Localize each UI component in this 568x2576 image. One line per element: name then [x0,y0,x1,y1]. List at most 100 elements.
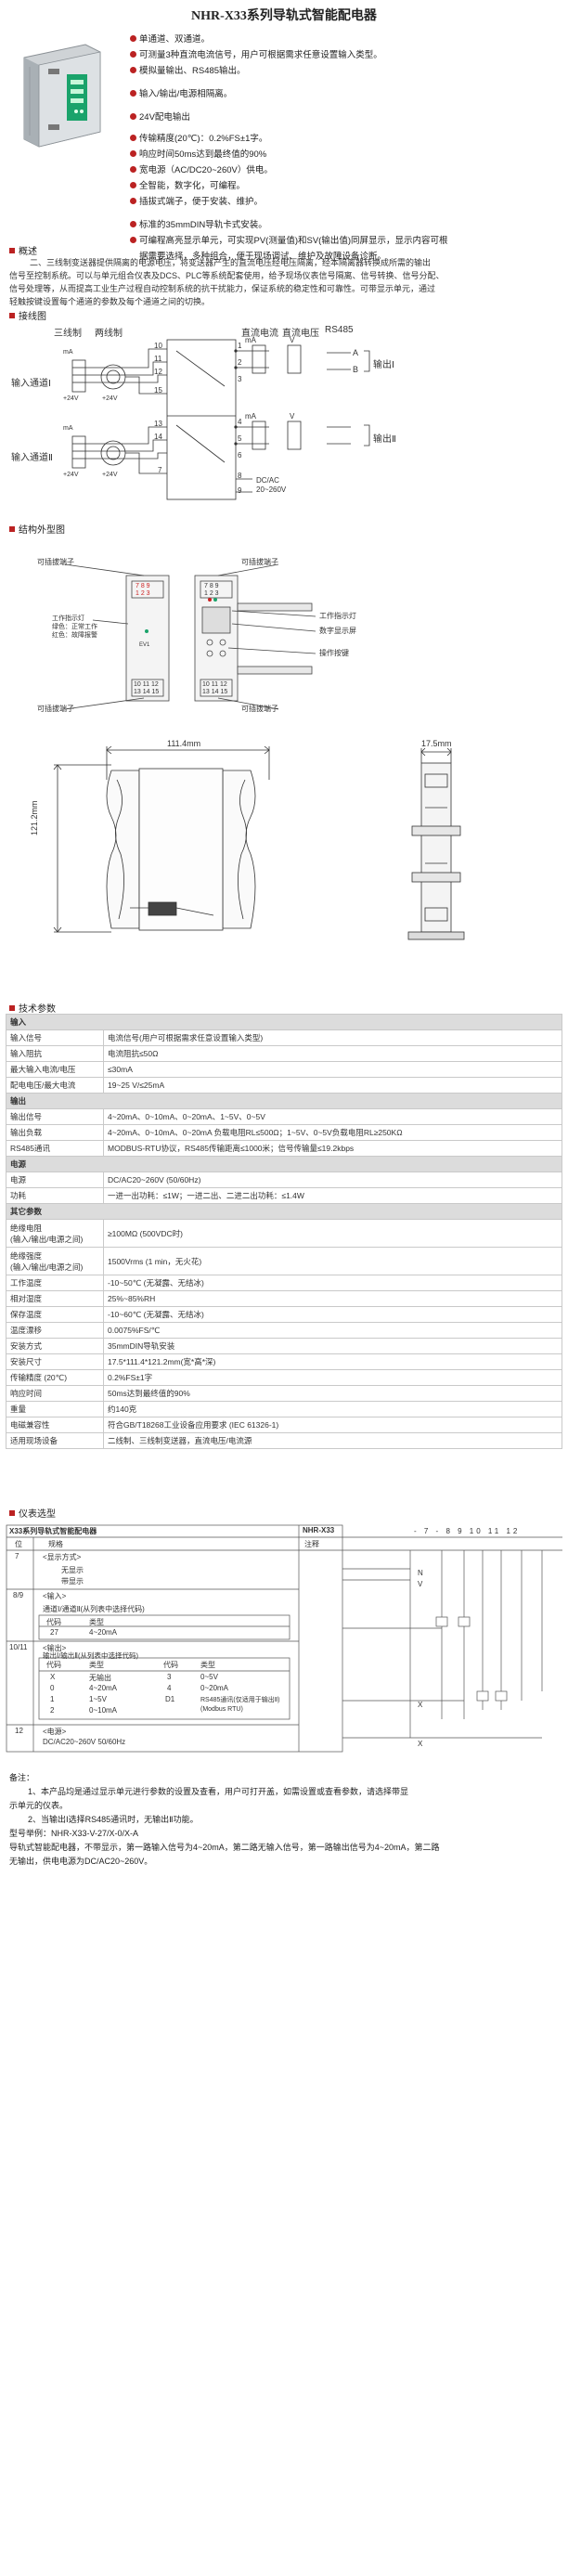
terminal-numbers-bottom: 10 11 12 13 14 15 [202,681,228,695]
params-group-row: 其它参数 [6,1203,562,1220]
params-key: 绝缘电阻 (输入/输出/电源之间) [6,1219,104,1248]
output-code: X [50,1673,56,1681]
input-label: <输入> [43,1592,67,1600]
feature-item: 标准的35mmDIN导轨卡式安装。 [130,217,566,233]
params-value: 17.5*111.4*121.2mm(宽*高*深) [103,1353,562,1370]
selection-heading: 仪表选型 [9,1506,56,1520]
outline-heading: 结构外型图 [9,522,65,536]
params-key: 传输精度 (20℃) [6,1369,104,1386]
v-label: V [290,336,295,344]
side-code: X [418,1701,423,1709]
params-value: 符合GB/T18268工业设备应用要求 (IEC 61326-1) [103,1417,562,1433]
params-row: 工作温度-10~50℃ (无凝露、无结冰) [6,1275,562,1291]
power-value: DC/AC20~260V 50/60Hz [43,1738,126,1746]
output-code: 3 [167,1673,172,1681]
pluggable-terminal-label: 可插拔端子 [37,558,74,566]
code-col: 代码 [46,1661,61,1669]
bullet-icon [130,89,136,97]
terminal-numbers-top: 7 8 9 1 2 3 [136,583,150,597]
terminal-number: 9 [238,486,242,495]
col-spec: 规格 [48,1540,63,1548]
params-key: 电源 [6,1171,104,1188]
code-col: 代码 [46,1618,61,1626]
params-key: 安装尺寸 [6,1353,104,1370]
model-label: EV1 [139,642,150,648]
terminal-number: 10 [154,342,162,350]
terminal-number: 4 [238,418,242,426]
terminal-number: 13 [154,420,162,428]
wiring-heading: 接线图 [9,308,46,322]
params-value: 4~20mA、0~10mA、0~20mA 负载电阻RL≤500Ω；1~5V、0~… [103,1124,562,1141]
params-value: 35mmDIN导轨安装 [103,1338,562,1354]
terminal-number: 15 [154,386,162,395]
params-value: 4~20mA、0~10mA、0~20mA、1~5V、0~5V [103,1108,562,1125]
side-code: N [418,1569,423,1577]
params-row: 传输精度 (20℃)0.2%FS±1字 [6,1369,562,1386]
bullet-icon [130,50,136,58]
note-line: 型号举例：NHR-X33-V-27/X-0/X-A [9,1829,139,1838]
output-2-label: 输出Ⅱ [373,434,396,445]
params-key: 适用现场设备 [6,1432,104,1449]
width-dimension: 111.4mm [167,739,201,748]
bullet-icon [130,112,136,120]
spacer [130,79,566,86]
output-code: 4 [167,1684,172,1692]
pos-10-11: 10/11 [9,1643,28,1651]
feature-list: 单通道、双通道。 可测量3种直流电流信号，用户可根据需求任意设置输入类型。 模拟… [130,32,566,265]
params-row: 绝缘强度 (输入/输出/电源之间)1500Vrms (1 min，无火花) [6,1247,562,1275]
note-line: 无输出，供电电源为DC/AC20~260V。 [9,1857,153,1866]
params-value: -10~60℃ (无凝露、无结冰) [103,1306,562,1323]
feature-item: 可编程高亮显示单元，可实现PV(测量值)和SV(输出值)同屏显示，显示内容可根 [130,233,566,249]
params-key: 功耗 [6,1187,104,1204]
params-key: 温度漂移 [6,1322,104,1339]
output-type: RS485通讯(仅适用于输出Ⅱ) [200,1697,280,1703]
dc-current-label: 直流电流 [241,329,278,339]
params-key: 输出负载 [6,1124,104,1141]
terminal-b-label: B [353,365,359,374]
work-indicator-label: 工作指示灯 [319,612,356,620]
spacer [130,210,566,217]
params-key: 电磁兼容性 [6,1417,104,1433]
ma-label: mA [245,336,256,344]
terminal-number: 11 [154,355,162,363]
params-group-label: 其它参数 [6,1203,562,1220]
params-key: RS485通讯 [6,1140,104,1157]
selection-table: X33系列导轨式智能配电器 NHR-X33 位 规格 注释 - 7 - 8 9 … [6,1524,562,1756]
terminal-number: 2 [238,358,242,367]
params-group-label: 输入 [6,1014,562,1030]
bullet-icon [130,197,136,204]
output-type: 无输出 [89,1674,111,1682]
dc-voltage-label: 直流电压 [282,329,319,339]
params-key: 输出信号 [6,1108,104,1125]
params-key: 配电电压/最大电流 [6,1077,104,1094]
work-indicator-note: 工作指示灯 绿色：正常工作 红色：故障报警 [52,615,97,639]
params-row: 输入阻抗电流阻抗≤50Ω [6,1045,562,1062]
params-row: 电磁兼容性符合GB/T18268工业设备应用要求 (IEC 61326-1) [6,1417,562,1433]
type-col: 类型 [200,1661,215,1669]
side-code: X [418,1740,423,1748]
section-marker-icon [9,248,15,254]
params-key: 相对湿度 [6,1290,104,1307]
output-code: D1 [165,1695,175,1703]
params-row: 最大输入电流/电压≤30mA [6,1061,562,1078]
spacer [130,102,566,110]
params-value: 1500Vrms (1 min，无火花) [103,1247,562,1275]
params-value: 25%~85%RH [103,1290,562,1307]
params-group-label: 电源 [6,1156,562,1172]
output-code: 1 [50,1695,55,1703]
terminal-number: 12 [154,368,162,376]
terminal-numbers-top: 7 8 9 1 2 3 [204,583,219,597]
params-value: ≥100MΩ (500VDC时) [103,1219,562,1248]
params-key: 工作温度 [6,1275,104,1291]
output-type: (Modbus RTU) [200,1706,243,1713]
height-dimension: 121.2mm [30,800,39,835]
ma-label: mA [63,349,73,356]
with-display-option: 带显示 [61,1577,84,1586]
ma-label: mA [63,425,73,432]
terminal-number: 6 [238,451,242,460]
three-wire-label: 三线制 [54,329,82,339]
feature-item: 24V配电输出 [130,110,566,125]
